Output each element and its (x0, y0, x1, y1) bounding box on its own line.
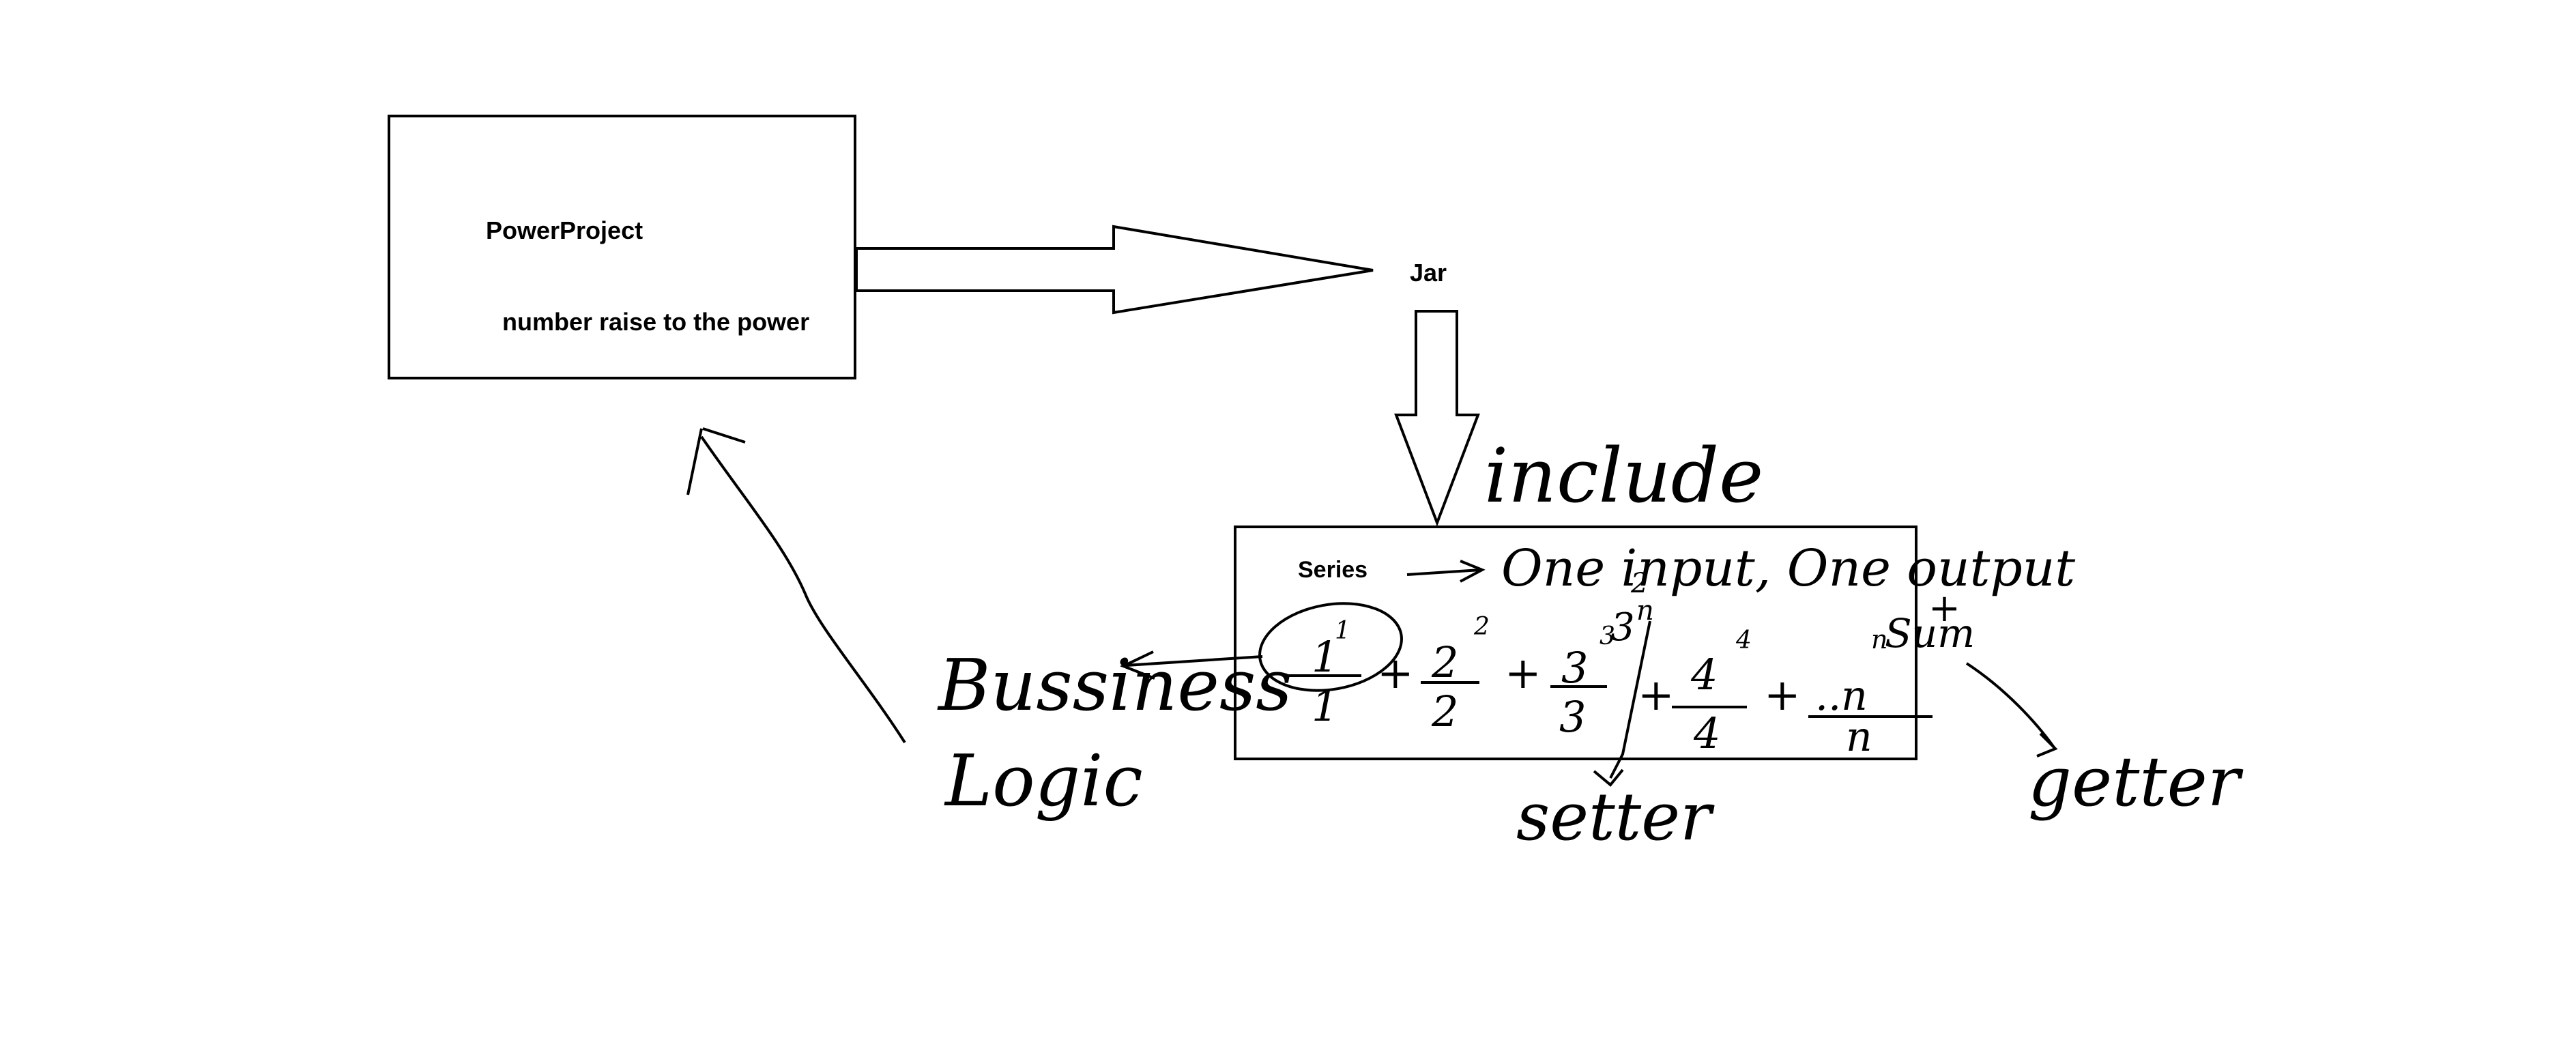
term-2-numerator: 2 (1431, 637, 1458, 687)
business-annotation: Bussiness (937, 644, 1292, 727)
series-box (1234, 526, 1917, 760)
series-label: Series (1298, 557, 1367, 583)
term-3-numerator: 3 (1561, 643, 1588, 693)
plus-operator-1: + (1377, 648, 1414, 699)
setter-note-exp: n (1636, 595, 1654, 627)
formula-term-2: 2 2 2 (1421, 613, 1490, 736)
plus-operator-2: + (1505, 648, 1542, 699)
one-input-one-output-annotation: One input, One output (1501, 539, 2075, 598)
setter-pointer (1593, 768, 1624, 787)
plus-operator-4: + (1764, 670, 1801, 721)
setter-exponent-note: 2 3 n (1610, 568, 1654, 650)
jar-label: Jar (1410, 259, 1447, 287)
term-1-exponent: 1 (1335, 617, 1350, 645)
setter-annotation: setter (1516, 779, 1715, 855)
power-project-description: number raise to the power (502, 308, 809, 336)
setter-note-base: 3 (1610, 605, 1635, 650)
power-project-title: PowerProject (486, 216, 643, 244)
term-4-denominator: 4 (1693, 708, 1720, 758)
last-term-exponent: n (1871, 624, 1887, 654)
logic-to-project-arrow (686, 427, 906, 744)
setter-divider-stroke (1609, 620, 1651, 779)
business-logic-pointer (1119, 650, 1263, 680)
business-logic-circle (1258, 602, 1403, 692)
sum-annotation: Sum (1885, 610, 1975, 657)
getter-arrow (1965, 662, 2058, 758)
include-annotation: include (1484, 432, 1763, 519)
power-project-box (388, 115, 856, 379)
arrow-down-to-series (1394, 310, 1480, 527)
term-1-numerator: 1 (1312, 632, 1338, 682)
term-4-exponent: 4 (1735, 627, 1752, 654)
formula-term-1: 1 1 1 (1258, 602, 1403, 731)
formula-last-term: ..n n n (1808, 624, 1933, 761)
term-2-denominator: 2 (1431, 687, 1458, 736)
setter-note-over: 2 (1630, 568, 1648, 599)
sum-plus-mark: + (1928, 586, 1960, 631)
term-2-exponent: 2 (1473, 613, 1490, 641)
arrow-to-jar (855, 225, 1374, 315)
term-4-numerator: 4 (1690, 650, 1718, 700)
getter-annotation: getter (2028, 742, 2244, 822)
logic-annotation: Logic (944, 739, 1143, 822)
series-arrow (1406, 560, 1486, 583)
last-term-denominator: n (1846, 713, 1872, 761)
term-3-denominator: 3 (1559, 692, 1586, 742)
plus-operator-3: + (1638, 670, 1675, 721)
term-3-exponent: 3 (1600, 622, 1615, 650)
formula-term-3: 3 3 3 (1550, 622, 1615, 742)
formula-term-4: 4 4 4 (1672, 627, 1752, 758)
last-term-numerator: ..n (1815, 672, 1868, 720)
